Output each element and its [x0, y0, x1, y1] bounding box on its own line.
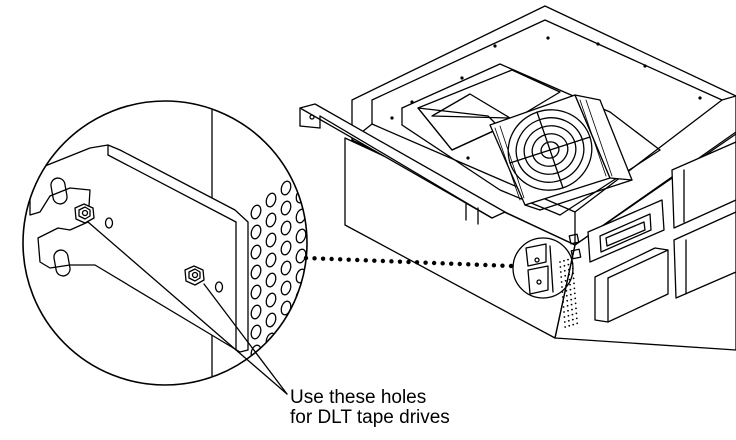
dotted-leader [303, 255, 514, 269]
fan-assembly [417, 69, 633, 211]
caption-text: Use these holes for DLT tape drives [290, 388, 450, 428]
drive-bays [568, 141, 736, 323]
caption-line-1: Use these holes [290, 387, 427, 408]
perforation-holes [250, 168, 307, 360]
caption-line-2: for DLT tape drives [290, 407, 450, 428]
caption-leader-lines [87, 221, 288, 395]
magnified-detail [22, 100, 308, 386]
slide-rail [299, 103, 506, 225]
detail-callout-circle [512, 237, 574, 299]
